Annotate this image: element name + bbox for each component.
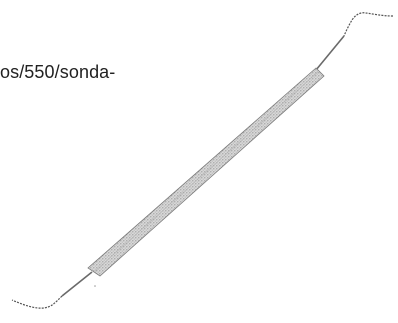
upper-shank bbox=[315, 35, 345, 71]
upper-tip bbox=[343, 12, 394, 37]
lower-shank bbox=[61, 271, 93, 297]
lower-tip bbox=[11, 295, 63, 309]
url-fragment-text: os/550/sonda- bbox=[0, 62, 116, 82]
